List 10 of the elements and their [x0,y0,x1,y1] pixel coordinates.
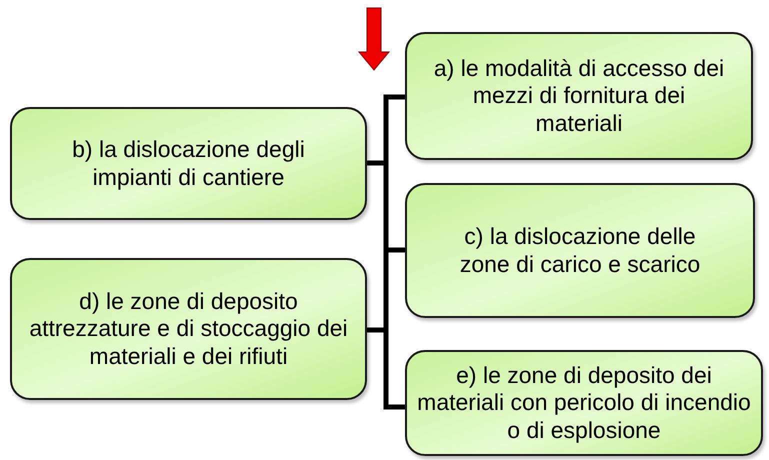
box-text: d) le zone di deposito attrezzature e di stoccaggio dei materiali e dei rifiuti [28,288,349,370]
rounded-box [10,107,367,220]
rounded-box [405,350,763,456]
box-text: e) le zone di deposito dei materiali con pericolo di incendio o di esplosione [417,362,751,444]
box-text: b) la dislocazione degli impianti di cantiere [71,136,306,192]
rounded-box [10,258,367,400]
box-text: a) le modalità di accesso dei mezzi di fornitura dei materiali [432,54,726,138]
rounded-box [405,32,753,160]
box-text: c) la dislocazione delle zone di carico e scarico [458,222,702,278]
rounded-box [405,183,755,318]
